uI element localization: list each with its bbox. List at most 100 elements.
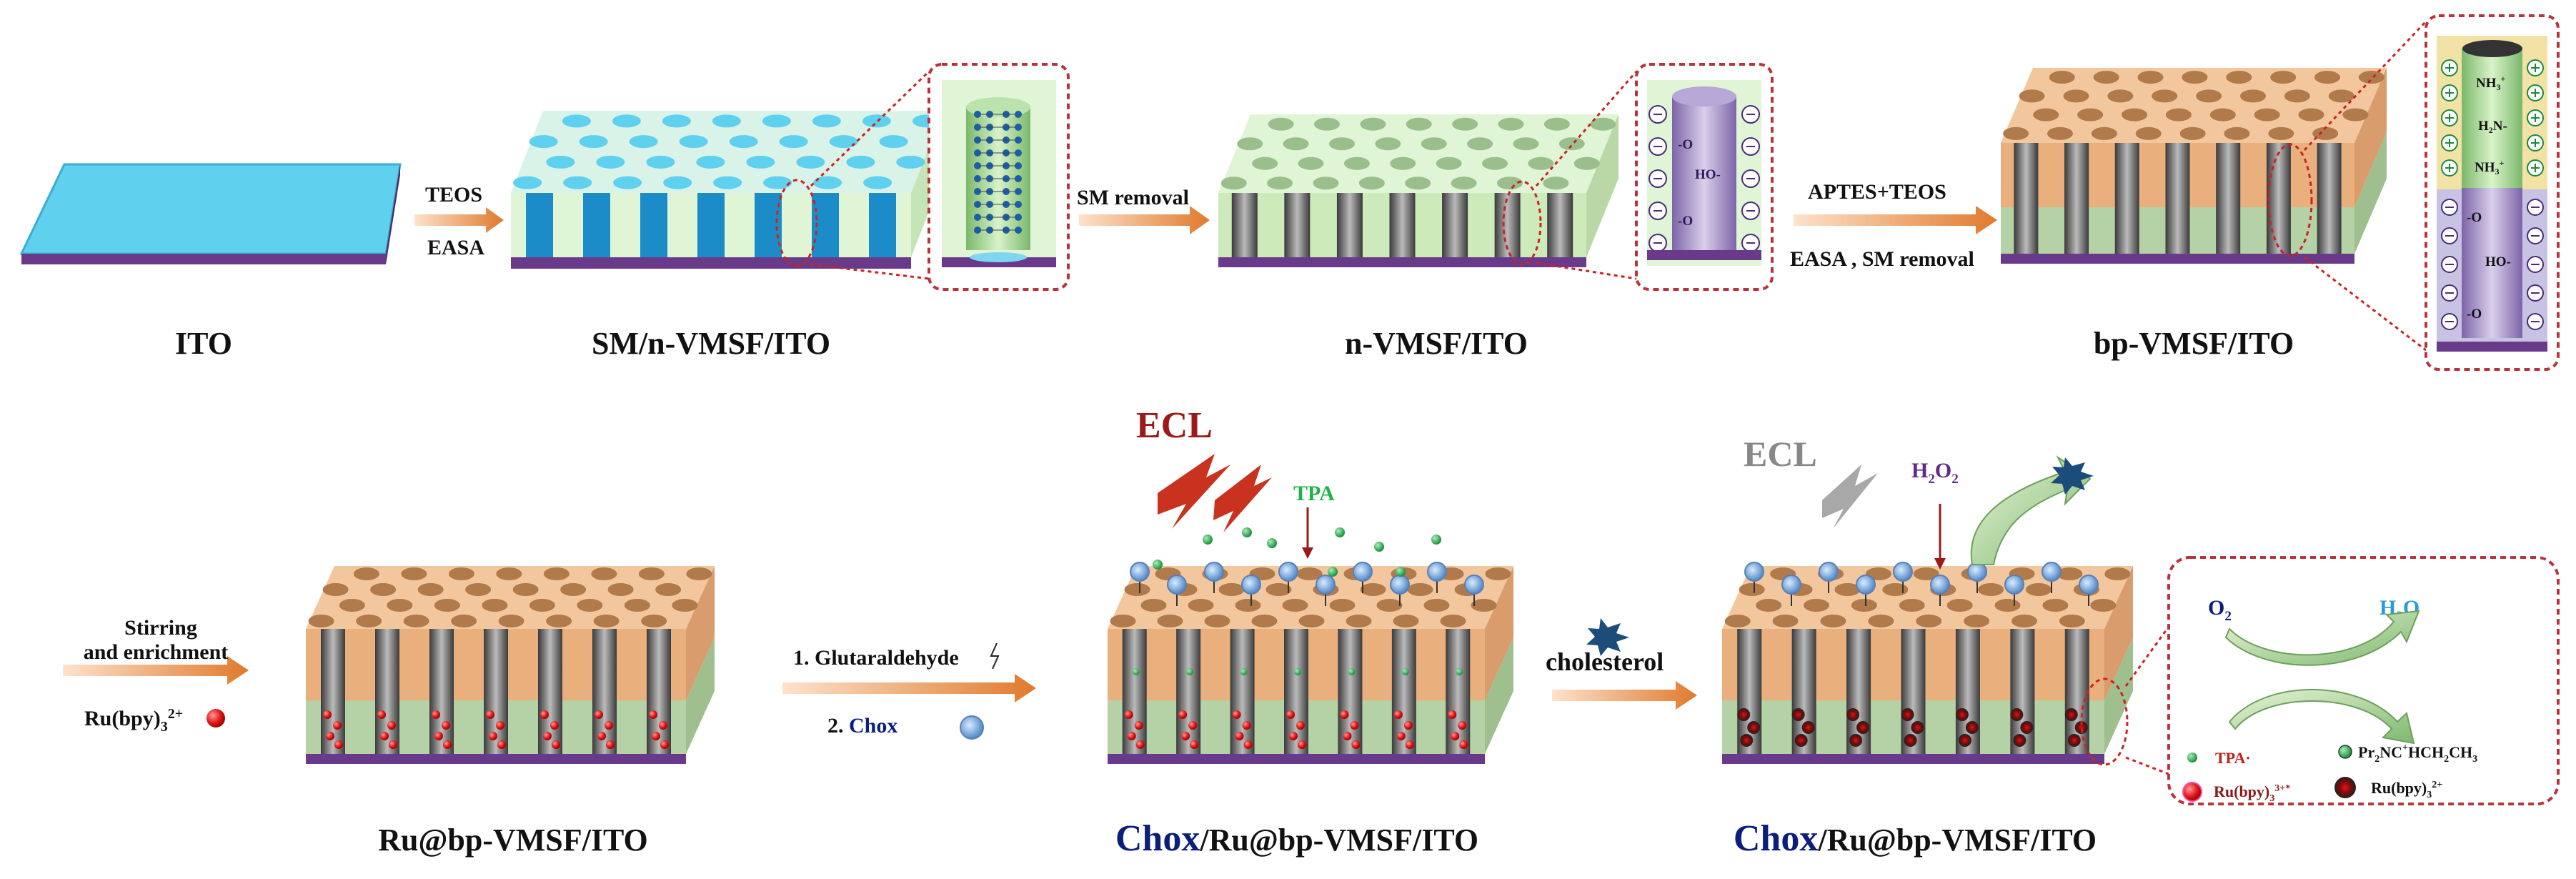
pore-hole: [2091, 126, 2117, 140]
ru-complex: [497, 740, 506, 749]
tpa-molecule: [1132, 668, 1140, 675]
ru-complex: [552, 740, 560, 749]
inset-bipolar-pore: NH3+ H2N- NH3+ -O HO- -O: [2425, 14, 2560, 371]
pore-hole: [1406, 117, 1432, 131]
pore-hole: [546, 615, 572, 627]
pore-hole: [672, 599, 698, 612]
cholesterol-icon: [1586, 618, 1629, 656]
pore-hole: [729, 135, 758, 149]
label-o-minus-1: -O: [1678, 137, 1693, 152]
arrow-stirring: Stirring and enrichment Ru(bpy)32+: [63, 616, 249, 735]
tpa-molecule: [1348, 668, 1356, 675]
label-ecl-1: ECL: [1136, 405, 1213, 446]
pore-channel: [1442, 193, 1468, 257]
tpa-molecule: [1203, 535, 1213, 545]
ru-complex: [2010, 708, 2024, 721]
ru-complex: [1235, 732, 1244, 740]
label-ru-excited: Ru(bpy)33+*: [2214, 783, 2290, 804]
pore-hole: [812, 114, 841, 128]
ito-slide: [19, 163, 402, 264]
pore-hole: [624, 599, 650, 612]
ru-complex: [1188, 721, 1198, 730]
pore-hole: [498, 615, 524, 627]
ru-complex: [1955, 708, 1969, 721]
ru-complex: [1296, 721, 1305, 730]
step-enrichment: and enrichment: [84, 640, 229, 664]
pore-hole: [1513, 137, 1539, 151]
pore-hole: [1916, 615, 1942, 627]
ru-complex: [1405, 740, 1414, 749]
step-chox: 2. Chox: [827, 714, 897, 738]
chox-enzyme: [1464, 575, 1484, 595]
pore-hole: [2179, 126, 2206, 140]
ru-complex: [1298, 740, 1306, 749]
pore-hole: [1423, 599, 1450, 612]
pore-hole: [322, 583, 349, 596]
pore-hole: [482, 599, 508, 612]
ru-complex: [486, 710, 494, 719]
pore-hole: [563, 176, 592, 189]
pore-hole: [1558, 137, 1585, 151]
tpa-molecule: [1242, 527, 1252, 537]
pore-channel: [1389, 193, 1416, 257]
ru-complex: [1351, 740, 1361, 749]
bp-vmsf-block: [2001, 20, 2427, 352]
pore-hole: [2093, 71, 2119, 84]
pore-hole: [1436, 157, 1462, 170]
pore-hole: [1964, 615, 1990, 627]
pore-hole: [2209, 108, 2236, 121]
pore-hole: [560, 583, 587, 596]
pore-hole: [1343, 157, 1370, 170]
ru-complex: [389, 740, 397, 749]
pore-hole: [1882, 583, 1909, 596]
ru-complex: [1178, 710, 1188, 719]
surfactant-columns: [526, 193, 896, 257]
pore-hole: [613, 176, 642, 189]
chox-enzyme: [2042, 562, 2062, 582]
tpa-molecule: [1401, 668, 1409, 675]
arrow-teos-easa: TEOS EASA: [414, 183, 504, 259]
pore-hole: [2122, 108, 2148, 121]
chox-enzyme: [1353, 562, 1373, 582]
pore-channel: [1231, 193, 1258, 257]
tpa-molecule: [1294, 668, 1301, 675]
label-ru-bp: Ru@bp-VMSF/ITO: [378, 823, 648, 858]
pore-hole: [2135, 126, 2162, 140]
ru-complex: [1232, 710, 1241, 719]
ru-complex: [1451, 732, 1460, 740]
ru-complex: [2020, 721, 2034, 734]
label-ito: ITO: [175, 326, 232, 361]
pore-hole: [387, 599, 413, 612]
pore-hole: [813, 176, 842, 189]
pore-hole: [546, 155, 575, 169]
step-teos: TEOS: [425, 183, 482, 207]
pore-channel: [583, 193, 610, 257]
pore-hole: [2011, 615, 2037, 627]
chox-enzyme: [1390, 575, 1410, 595]
tpa-molecule: [1456, 668, 1463, 675]
surfactant-bead: [1015, 124, 1022, 131]
pore-hole: [1296, 567, 1323, 580]
pore-hole: [2314, 71, 2341, 84]
label-chox-ru-bp-2: Chox/Ru@bp-VMSF/ITO: [1734, 818, 2097, 859]
pore-hole: [2107, 89, 2134, 103]
pore-hole: [451, 615, 477, 627]
pore-hole: [646, 155, 675, 169]
pore-hole: [879, 135, 908, 149]
ru-complex: [1286, 710, 1295, 719]
ru-complex: [1289, 732, 1298, 740]
pore-hole: [2090, 599, 2117, 612]
pore-hole: [1298, 615, 1325, 627]
pore-channel: [640, 193, 667, 257]
chox-enzyme: [1130, 562, 1150, 582]
pore-hole: [1756, 599, 1782, 612]
label-nh3-1: NH3+: [2476, 74, 2506, 92]
label-sm-nvmsf: SM/n-VMSF/ITO: [592, 326, 830, 361]
pore-hole: [712, 114, 741, 128]
label-ecl-2: ECL: [1744, 434, 1817, 474]
pore-channel: [869, 193, 896, 257]
bipolar-charges: [2441, 59, 2544, 330]
surfactant-bead: [974, 162, 981, 169]
pore-hole: [2049, 71, 2075, 84]
